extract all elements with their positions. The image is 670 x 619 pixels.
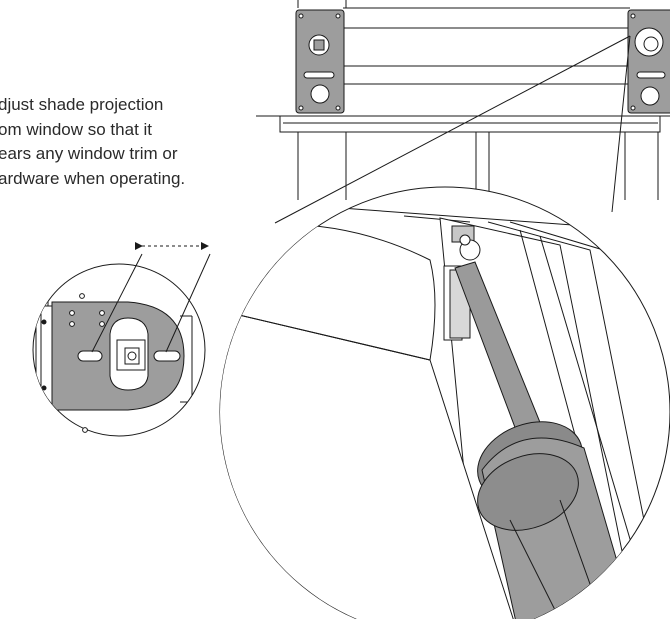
callout-lines: [274, 35, 631, 224]
instruction-line-4: ardware when operating.: [0, 168, 186, 188]
zoomed-detail-view: [219, 186, 670, 619]
instruction-line-1: djust shade projection: [0, 95, 164, 114]
left-mounting-bracket: [295, 9, 345, 114]
instruction-line-2: om window so that it: [0, 119, 153, 139]
adjust-arrow-icon: [91, 242, 211, 353]
instruction-text: djust shade projection om window so that…: [0, 93, 238, 191]
right-mounting-bracket: [627, 9, 670, 114]
headrail: [297, 0, 630, 85]
instruction-line-3: ears any window trim or: [0, 144, 178, 163]
bracket-detail-view: [32, 263, 206, 437]
window-frame: [256, 115, 670, 200]
